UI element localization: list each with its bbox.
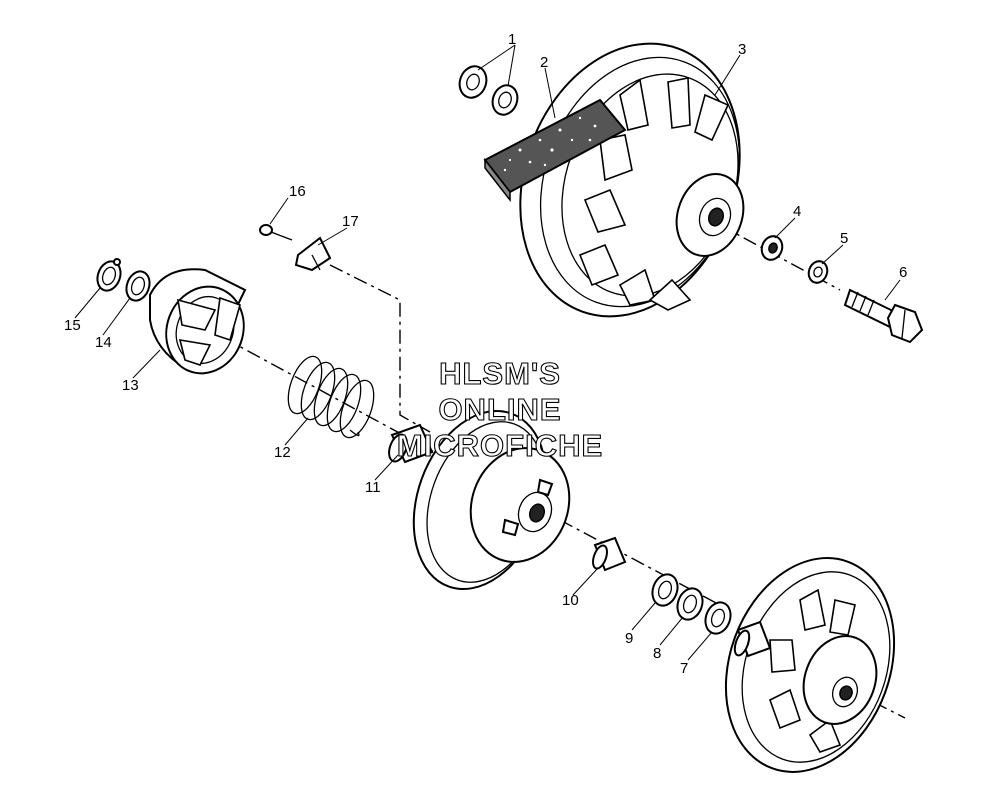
part-16-screw — [259, 224, 293, 241]
callout-13: 13 — [122, 377, 139, 394]
part-7-washer — [704, 601, 732, 635]
callout-10: 10 — [562, 592, 579, 609]
part-13-helix-cam — [149, 268, 247, 375]
watermark-line-2: ONLINE — [438, 392, 561, 427]
part-15-snap-ring — [96, 258, 122, 292]
callout-6: 6 — [899, 264, 907, 281]
callout-4: 4 — [793, 203, 801, 220]
part-3-outer-sheave — [519, 42, 745, 318]
callout-2: 2 — [540, 54, 548, 71]
callout-1: 1 — [508, 31, 516, 48]
callout-5: 5 — [840, 230, 848, 247]
callout-8: 8 — [653, 645, 661, 662]
part-9-washer — [651, 573, 679, 607]
callout-14: 14 — [95, 334, 112, 351]
callout-11: 11 — [365, 479, 381, 496]
fixed-sheave — [724, 557, 896, 773]
part-6-bolt — [843, 288, 924, 344]
moveable-sheave — [412, 409, 571, 591]
watermark-line-1: HLSM'S — [439, 356, 561, 391]
callout-3: 3 — [738, 41, 746, 58]
watermark-line-3: MICROFICHE — [397, 428, 603, 463]
callout-16: 16 — [289, 183, 306, 200]
part-2-belt — [483, 98, 627, 203]
watermark: HLSM'S ONLINE MICROFICHE — [396, 355, 603, 463]
part-17-button — [294, 236, 332, 272]
callout-9: 9 — [625, 630, 633, 647]
callout-17: 17 — [342, 213, 359, 230]
part-14-washer — [125, 270, 151, 302]
part-5-lock-washer — [807, 260, 829, 284]
part-1-washers — [458, 65, 519, 116]
callout-labels: 1 2 3 4 5 6 7 8 9 10 11 12 13 14 15 16 1… — [64, 31, 907, 677]
callout-7: 7 — [680, 660, 688, 677]
part-10-sleeve — [592, 536, 627, 572]
part-12-spring — [287, 355, 375, 439]
part-4-washer — [760, 235, 784, 261]
callout-12: 12 — [274, 444, 291, 461]
part-11-bushing — [388, 423, 434, 464]
callout-15: 15 — [64, 317, 81, 334]
part-8-washer — [676, 587, 704, 621]
leader-lines — [74, 44, 901, 661]
